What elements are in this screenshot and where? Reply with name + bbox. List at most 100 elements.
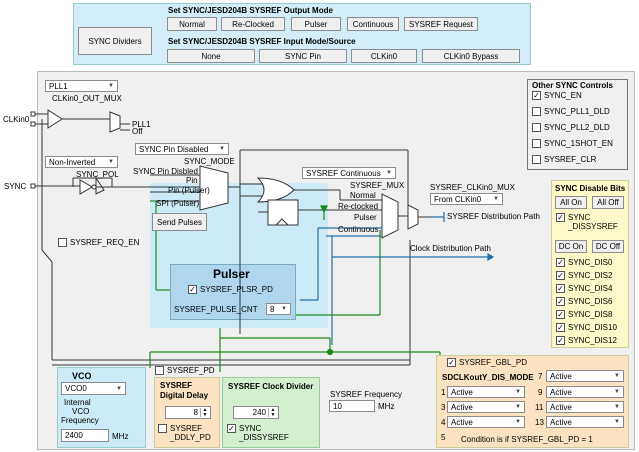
sync-dis2-checkbox[interactable]: ✓SYNC_DIS2 — [556, 271, 612, 280]
pll1-select[interactable]: PLL1▼ — [45, 80, 118, 92]
other-sync-controls-panel — [527, 79, 628, 170]
send-pulses-button[interactable]: Send Pulses — [152, 213, 207, 231]
sdclkout-3-select[interactable]: Active▼ — [447, 401, 525, 413]
sync-mode-select[interactable]: SYNC Pin Disabled▼ — [135, 143, 229, 155]
checkbox-box: ✓ — [188, 284, 197, 294]
sync-dis0-checkbox[interactable]: ✓SYNC_DIS0 — [556, 258, 612, 267]
pll1-output-label: PLL1 — [132, 120, 151, 129]
sync-pol-select[interactable]: Non-Inverted▼ — [45, 156, 118, 168]
sdclkout-4-select[interactable]: Active▼ — [447, 416, 525, 428]
sync-en-checkbox[interactable]: ✓SYNC_EN — [532, 91, 582, 100]
all-on-button[interactable]: All On — [555, 196, 587, 209]
sysref-req-en-checkbox[interactable]: SYSREF_REQ_EN — [58, 238, 139, 247]
input-mode-clkin0-button[interactable]: CLKin0 — [351, 49, 417, 63]
sdclkout-3-value: Active — [451, 402, 473, 412]
sync-dis4-checkbox[interactable]: ✓SYNC_DIS4 — [556, 284, 612, 293]
chevron-down-icon: ▼ — [515, 389, 521, 395]
sdclkout-9-select[interactable]: Active▼ — [546, 386, 624, 398]
sysref-plsr-pd-checkbox[interactable]: ✓SYSREF_PLSR_PD — [188, 285, 273, 294]
input-mode-none-button[interactable]: None — [167, 49, 255, 63]
dc-off-button[interactable]: DC Off — [592, 240, 624, 253]
sdclkout-row-number: 1 — [441, 388, 446, 397]
sdclkout-13-value: Active — [550, 417, 572, 427]
checkbox-box — [155, 366, 164, 375]
sysref-pulse-cnt-label: SYSREF_PULSE_CNT — [174, 305, 258, 314]
sync-dissysref-label: SYNC _DISSYSREF — [568, 213, 618, 231]
mux-continuous-label: Continuous — [338, 225, 379, 234]
sysref-gbl-pd-label: SYSREF_GBL_PD — [459, 358, 528, 367]
dc-on-button[interactable]: DC On — [555, 240, 587, 253]
checkbox-box: ✓ — [556, 212, 565, 222]
sysref-frequency-input[interactable]: 10 — [329, 400, 375, 412]
checkbox-box — [58, 238, 67, 247]
sync-mode-label: SYNC_MODE — [184, 157, 235, 166]
sdclkout-11-select[interactable]: Active▼ — [546, 401, 624, 413]
sdclkout-1-select[interactable]: Active ▼ — [447, 386, 525, 398]
output-mode-pulser-button[interactable]: Pulser — [291, 17, 341, 31]
sysref-ddly-pd-checkbox[interactable]: SYSREF _DDLY_PD — [158, 424, 218, 442]
clock-divider-spinner[interactable]: 240▲▼ — [233, 406, 279, 419]
input-mode-clkin0-bypass-button[interactable]: CLKin0 Bypass — [422, 49, 520, 63]
spi-pulser-label: SPI (Pulser) — [156, 199, 200, 208]
output-mode-sysref-request-button[interactable]: SYSREF Request — [404, 17, 478, 31]
sysref-mux-label: SYSREF_MUX — [350, 181, 405, 190]
sdclkout-1-value: Active — [451, 387, 473, 397]
sync-dividers-button[interactable]: SYNC Dividers — [78, 27, 152, 55]
output-mode-title: Set SYNC/JESD204B SYSREF Output Mode — [168, 6, 333, 15]
sysref-ddly-pd-label: SYSREF _DDLY_PD — [170, 424, 211, 442]
vco-select[interactable]: VCO0▼ — [61, 382, 126, 395]
vco-select-value: VCO0 — [65, 384, 87, 393]
sync-dis10-checkbox[interactable]: ✓SYNC_DIS10 — [556, 323, 617, 332]
checkbox-box — [532, 139, 541, 148]
sync-en-label: SYNC_EN — [544, 91, 582, 100]
sysref-clkin0-mux-select[interactable]: From CLKin0▼ — [430, 193, 503, 205]
sdclkout-dis-mode-title: SDCLKoutY_DIS_MODE — [442, 373, 534, 382]
sync-dis8-checkbox[interactable]: ✓SYNC_DIS8 — [556, 310, 612, 319]
sysref-clkin0-mux-select-value: From CLKin0 — [434, 194, 482, 204]
sync-dis6-checkbox[interactable]: ✓SYNC_DIS6 — [556, 297, 612, 306]
checkbox-box — [532, 155, 541, 164]
sdclkout-13-select[interactable]: Active▼ — [546, 416, 624, 428]
input-mode-sync-pin-button[interactable]: SYNC Pin — [259, 49, 347, 63]
sysref-clr-label: SYSREF_CLR — [544, 155, 597, 164]
sdclkout-row-number: 4 — [441, 418, 446, 427]
digital-delay-spinner[interactable]: 8▲▼ — [165, 406, 211, 419]
output-mode-reclocked-button[interactable]: Re-Clocked — [221, 17, 285, 31]
sysref-pulse-cnt-value: 8 — [270, 304, 275, 314]
output-mode-normal-button[interactable]: Normal — [167, 17, 217, 31]
spinner-arrows-icon[interactable]: ▲▼ — [268, 408, 277, 418]
sdclkout-7-select[interactable]: Active▼ — [546, 370, 624, 382]
sysref-pd-checkbox[interactable]: SYSREF_PD — [155, 366, 215, 375]
sync-dis2-label: SYNC_DIS2 — [568, 271, 613, 280]
sysref-clr-checkbox[interactable]: SYSREF_CLR — [532, 155, 596, 164]
sysref-pulse-cnt-select[interactable]: 8▼ — [266, 303, 291, 315]
checkbox-box: ✓ — [556, 257, 565, 267]
other-sync-controls-title: Other SYNC Controls — [532, 81, 613, 90]
sysref-mux-select[interactable]: SYSREF Continuous▼ — [302, 167, 396, 179]
clkin0-out-mux-label: CLKin0_OUT_MUX — [52, 94, 122, 103]
sync-pll2-dld-checkbox[interactable]: SYNC_PLL2_DLD — [532, 123, 610, 132]
input-mode-title: Set SYNC/JESD204B SYSREF Input Mode/Sour… — [168, 37, 356, 46]
sdclkout-row-number: 3 — [441, 403, 446, 412]
clock-divider-dissysref-checkbox[interactable]: ✓SYNC _DISSYSREF — [227, 424, 307, 442]
sync-dissysref-checkbox[interactable]: ✓SYNC _DISSYSREF — [556, 213, 626, 231]
sync-pll1-dld-checkbox[interactable]: SYNC_PLL1_DLD — [532, 107, 610, 116]
clock-distribution-path-label: Clock Distribution Path — [410, 244, 491, 253]
sdclkout-row-number: 5 — [441, 433, 446, 442]
sync-dis8-label: SYNC_DIS8 — [568, 310, 613, 319]
sysref-frequency-unit: MHz — [378, 402, 395, 411]
sysref-gbl-pd-checkbox[interactable]: ✓SYSREF_GBL_PD — [447, 358, 527, 367]
digital-delay-value: 8 — [193, 408, 198, 417]
pll1-select-value: PLL1 — [49, 81, 68, 91]
vco-frequency-input[interactable]: 2400 — [61, 429, 109, 442]
checkbox-box: ✓ — [556, 283, 565, 293]
all-off-button[interactable]: All Off — [592, 196, 624, 209]
sync-1shot-en-checkbox[interactable]: SYNC_1SHOT_EN — [532, 139, 613, 148]
output-mode-continuous-button[interactable]: Continuous — [347, 17, 399, 31]
sysref-pd-label: SYSREF_PD — [167, 366, 215, 375]
spinner-arrows-icon[interactable]: ▲▼ — [200, 408, 209, 418]
sync-dis12-checkbox[interactable]: ✓SYNC_DIS12 — [556, 336, 617, 345]
checkbox-box: ✓ — [556, 270, 565, 280]
checkbox-box: ✓ — [532, 90, 541, 100]
